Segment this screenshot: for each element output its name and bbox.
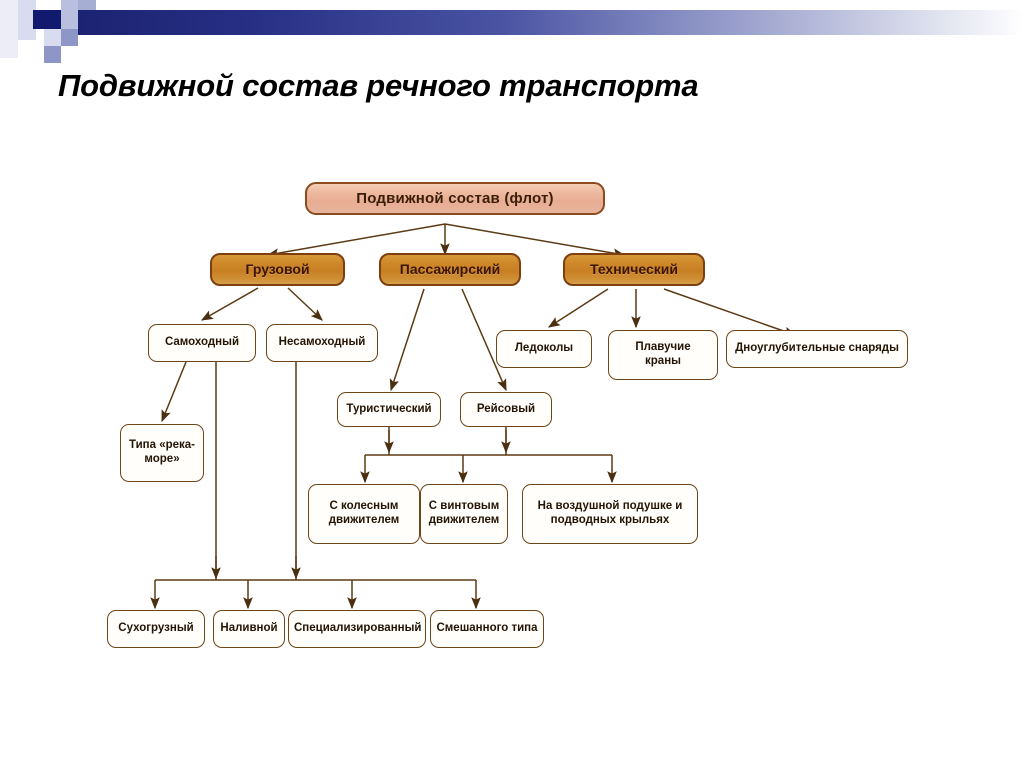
node-hovercraft-hydrofoil-label-line2: подводных крыльях bbox=[550, 514, 670, 526]
node-non-self-propelled[interactable]: Несамоходный bbox=[266, 324, 378, 362]
header-square-pale-1 bbox=[18, 0, 36, 40]
node-root[interactable]: Подвижной состав (флот) bbox=[305, 182, 605, 215]
node-river-sea-label-line2: море» bbox=[144, 453, 180, 465]
node-river-sea[interactable]: Типа «река- море» bbox=[120, 424, 204, 482]
node-screw-propulsion-label-line1: С винтовым bbox=[428, 500, 500, 513]
node-floating-cranes-label-line1: Плавучие bbox=[635, 341, 691, 354]
node-icebreakers[interactable]: Ледоколы bbox=[496, 330, 592, 368]
node-paddle-propulsion[interactable]: С колесным движителем bbox=[308, 484, 420, 544]
node-paddle-propulsion-label-line1: С колесным bbox=[329, 500, 399, 513]
node-non-self-propelled-label: Несамоходный bbox=[278, 336, 366, 349]
node-screw-propulsion[interactable]: С винтовым движителем bbox=[420, 484, 508, 544]
header-decoration bbox=[0, 0, 1024, 63]
node-tourist[interactable]: Туристический bbox=[337, 392, 441, 427]
node-tourist-label: Туристический bbox=[346, 402, 432, 415]
header-square-light-2 bbox=[61, 10, 78, 29]
node-specialized-label: Специализированный bbox=[294, 622, 422, 635]
node-root-label: Подвижной состав (флот) bbox=[356, 189, 554, 207]
node-dry-cargo[interactable]: Сухогрузный bbox=[107, 610, 205, 648]
node-tanker[interactable]: Наливной bbox=[213, 610, 285, 648]
node-specialized[interactable]: Специализированный bbox=[288, 610, 426, 648]
header-square-pale-2 bbox=[44, 29, 61, 46]
node-hovercraft-hydrofoil[interactable]: На воздушной подушке и подводных крыльях bbox=[522, 484, 698, 544]
node-floating-cranes-label-line2: краны bbox=[645, 355, 681, 367]
node-passenger-label: Пассажирский bbox=[399, 261, 501, 278]
node-self-propelled-label: Самоходный bbox=[164, 336, 240, 349]
node-paddle-propulsion-label-line2: движителем bbox=[328, 514, 400, 526]
node-self-propelled[interactable]: Самоходный bbox=[148, 324, 256, 362]
node-technical-label: Технический bbox=[589, 261, 679, 278]
header-square-dark-1 bbox=[33, 10, 61, 29]
header-square-light-1 bbox=[61, 0, 78, 10]
node-dry-cargo-label: Сухогрузный bbox=[118, 622, 194, 635]
node-passenger[interactable]: Пассажирский bbox=[379, 253, 521, 286]
node-tanker-label: Наливной bbox=[220, 622, 278, 635]
node-cargo[interactable]: Грузовой bbox=[210, 253, 345, 286]
node-river-sea-label-line1: Типа «река- bbox=[129, 439, 195, 452]
header-gradient-bar-overlay bbox=[78, 10, 1024, 35]
header-square-mid-2 bbox=[44, 46, 61, 63]
node-cargo-label: Грузовой bbox=[245, 261, 310, 278]
node-technical[interactable]: Технический bbox=[563, 253, 705, 286]
node-screw-propulsion-label-line2: движителем bbox=[428, 514, 500, 526]
node-scheduled-label: Рейсовый bbox=[476, 402, 536, 415]
page-title: Подвижной состав речного транспорта bbox=[58, 68, 699, 103]
node-scheduled[interactable]: Рейсовый bbox=[460, 392, 552, 427]
header-square-ghost-1 bbox=[0, 0, 18, 58]
header-square-mid-1 bbox=[61, 29, 78, 46]
node-floating-cranes[interactable]: Плавучие краны bbox=[608, 330, 718, 380]
node-mixed-type-label: Смешанного типа bbox=[436, 622, 538, 635]
node-dredgers-label: Дноуглубительные снаряды bbox=[735, 342, 899, 355]
node-hovercraft-hydrofoil-label-line1: На воздушной подушке и bbox=[537, 500, 683, 513]
node-dredgers[interactable]: Дноуглубительные снаряды bbox=[726, 330, 908, 368]
node-icebreakers-label: Ледоколы bbox=[514, 342, 574, 355]
node-mixed-type[interactable]: Смешанного типа bbox=[430, 610, 544, 648]
